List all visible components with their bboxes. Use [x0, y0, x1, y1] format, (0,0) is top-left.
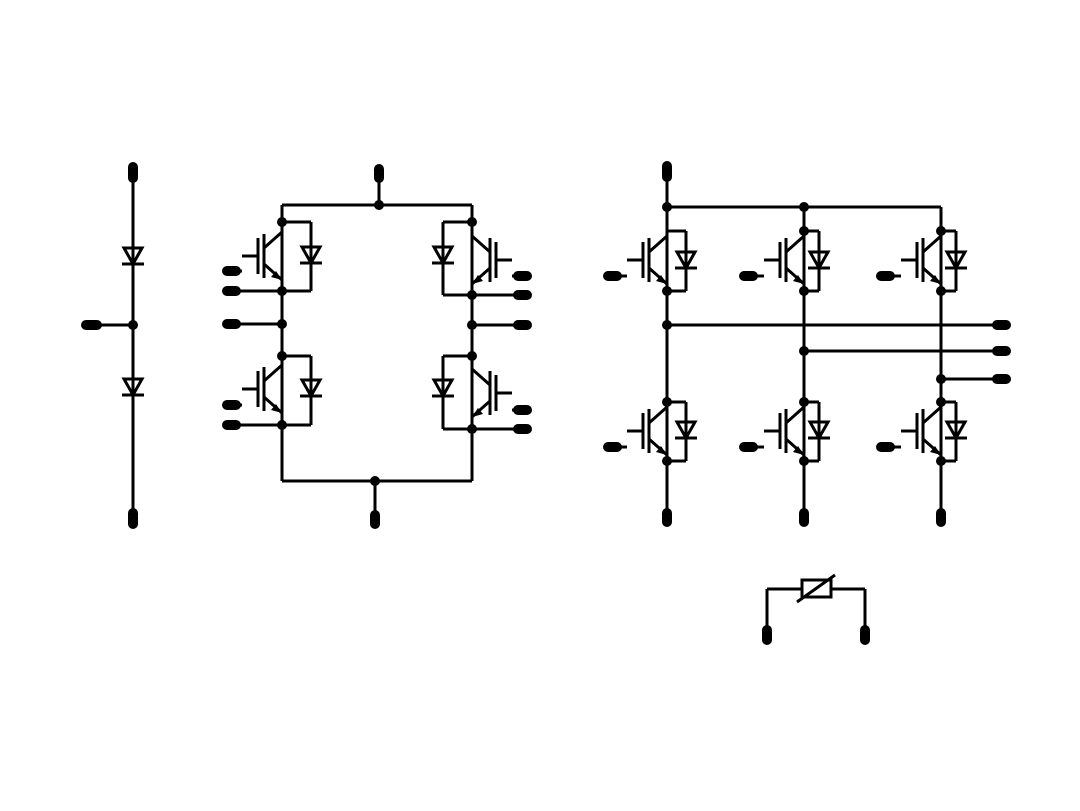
igbt-hb-left-upper — [236, 217, 324, 296]
igbt-hb-right-upper — [430, 217, 518, 300]
igbt-inv-lower-u — [617, 397, 699, 466]
igbt-hb-right-lower — [430, 351, 518, 434]
igbt-inv-upper-u — [617, 229, 699, 296]
igbt-inv-upper-w — [889, 226, 969, 296]
h-bridge — [222, 164, 532, 529]
ntc-slash — [796, 573, 836, 604]
diode-leg — [81, 162, 146, 529]
thermistor — [762, 573, 870, 645]
igbt-hb-left-lower — [236, 351, 324, 430]
igbt-inv-lower-w — [889, 397, 969, 466]
junction-dot — [128, 320, 138, 330]
igbt-inv-upper-v — [752, 226, 832, 296]
igbt-inv-lower-v — [752, 397, 832, 466]
three-phase-inverter — [603, 161, 1011, 527]
